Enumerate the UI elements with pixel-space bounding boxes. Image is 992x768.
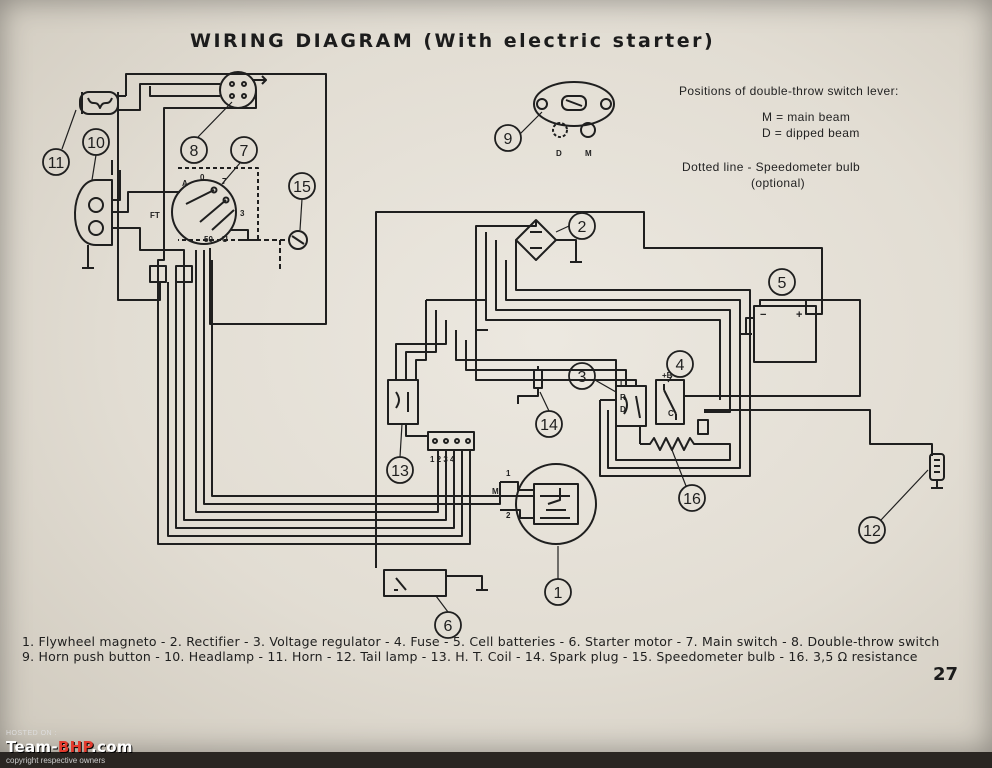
callout-6: 6 xyxy=(444,618,453,635)
watermark-brand-1: Team- xyxy=(6,738,58,756)
double-throw-switch-symbol xyxy=(219,71,267,109)
spark-plug-symbol xyxy=(517,366,543,404)
magneto-label-m: M xyxy=(492,487,499,496)
callout-16: 16 xyxy=(683,491,701,508)
label-ft: FT xyxy=(150,211,160,220)
fuse-label-b: +B xyxy=(662,371,673,380)
coil-pin-labels: 1 2 3 4 xyxy=(430,455,455,464)
horn-push-button-symbol xyxy=(533,81,615,138)
callout-14: 14 xyxy=(540,417,558,434)
callout-circles xyxy=(42,124,886,639)
legend-line-1: 1. Flywheel magneto - 2. Rectifier - 3. … xyxy=(22,634,940,649)
connector-blocks xyxy=(149,265,193,283)
coil-terminal-block xyxy=(427,431,475,451)
callout-15: 15 xyxy=(293,179,311,196)
callout-13: 13 xyxy=(391,463,409,480)
label-a: A xyxy=(182,179,188,188)
regulator-label-r: R xyxy=(620,393,626,402)
regulator-label-d: D xyxy=(620,405,626,414)
label-three: 3 xyxy=(240,209,245,218)
main-switch-symbol xyxy=(171,167,259,245)
callout-8: 8 xyxy=(190,143,199,160)
label-zero: 0 xyxy=(200,173,205,182)
horn-symbol xyxy=(79,91,126,115)
watermark-brand-3: .com xyxy=(91,738,133,756)
voltage-regulator-symbol xyxy=(615,385,647,427)
callout-5: 5 xyxy=(778,275,787,292)
callout-1: 1 xyxy=(554,585,563,602)
page-number: 27 xyxy=(933,664,959,685)
callout-3: 3 xyxy=(578,369,587,386)
battery-symbol xyxy=(740,305,817,363)
ht-coil-symbol xyxy=(387,379,419,425)
label-d: D xyxy=(556,149,562,158)
tail-lamp-symbol xyxy=(929,453,945,489)
label-u: U xyxy=(222,235,228,244)
manual-page: WIRING DIAGRAM (With electric starter) P… xyxy=(0,0,992,752)
callout-numbers: 1 2 3 4 5 6 7 8 9 10 11 12 13 14 15 16 xyxy=(48,131,881,635)
callout-4: 4 xyxy=(676,357,685,374)
callout-leaders xyxy=(61,101,929,613)
battery-plus: + xyxy=(796,309,802,321)
dotted-line-note: Dotted line - Speedometer bulb xyxy=(682,160,861,174)
headlamp-symbol xyxy=(74,179,113,269)
resistance-symbol xyxy=(640,437,706,451)
magneto-label-2: 2 xyxy=(506,511,511,520)
speedometer-bulb-symbol xyxy=(240,230,308,272)
dipped-beam-note: D = dipped beam xyxy=(762,126,860,140)
battery-minus: − xyxy=(760,309,766,321)
callout-10: 10 xyxy=(87,135,105,152)
callout-12: 12 xyxy=(863,523,881,540)
legend-line-2: 9. Horn push button - 10. Headlamp - 11.… xyxy=(22,649,918,664)
watermark-brand-2: BHP xyxy=(57,738,92,756)
callout-11: 11 xyxy=(48,155,65,172)
starter-motor-symbol xyxy=(383,569,488,597)
watermark-copyright: copyright respective owners xyxy=(6,756,106,765)
wiring-diagram: 1 2 3 4 5 6 7 8 9 10 11 12 13 14 15 16 D… xyxy=(42,71,945,639)
fuse-label-c: C xyxy=(668,409,674,418)
dotted-line-optional-note: (optional) xyxy=(751,176,806,190)
diagram-title: WIRING DIAGRAM (With electric starter) xyxy=(190,30,716,52)
watermark-logo: Team-BHP.com xyxy=(6,738,133,756)
label-m: M xyxy=(585,149,592,158)
callout-9: 9 xyxy=(504,131,513,148)
magneto-label-1: 1 xyxy=(506,469,511,478)
flywheel-magneto-symbol xyxy=(515,463,597,545)
regulator-label-l: L xyxy=(620,379,625,388)
rectifier-symbol xyxy=(515,219,582,263)
callout-2: 2 xyxy=(578,219,587,236)
label-seven: 7 xyxy=(222,177,227,186)
main-beam-note: M = main beam xyxy=(762,110,851,124)
fuse-symbol xyxy=(655,379,709,435)
switch-positions-heading: Positions of double-throw switch lever: xyxy=(679,84,899,98)
watermark-hosted: HOSTED ON : xyxy=(6,730,58,737)
label-fifty: 50 xyxy=(204,235,213,244)
terminal-labels: D M A 0 7 FT 3 50 U 1 2 3 4 1 M 2 L R D … xyxy=(150,149,802,520)
callout-7: 7 xyxy=(240,143,249,160)
